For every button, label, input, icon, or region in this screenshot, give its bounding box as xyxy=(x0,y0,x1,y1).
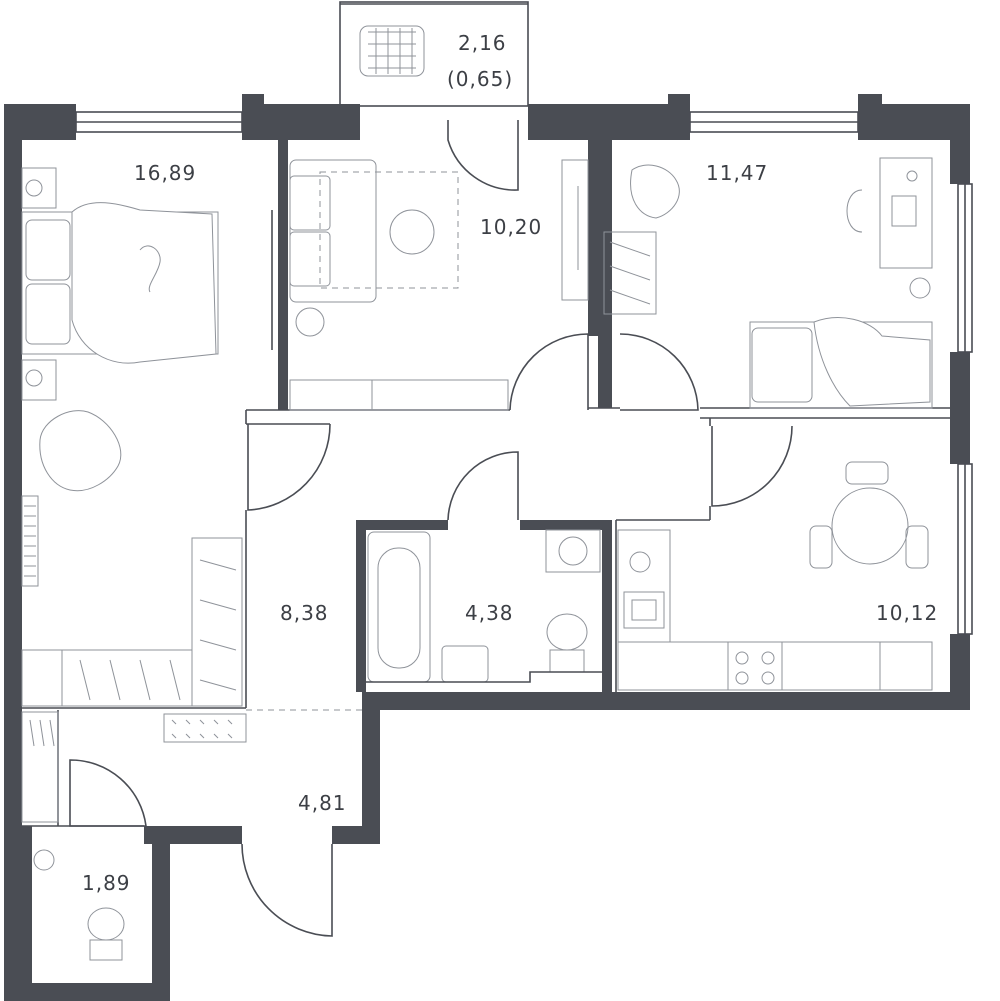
area-labels: 2,16 (0,65) 16,89 10,20 11,47 8,38 4,38 … xyxy=(82,31,938,895)
entrance-area: 4,81 xyxy=(298,791,347,815)
kitchen-furniture xyxy=(617,461,933,691)
balcony-area-reduced: (0,65) xyxy=(447,67,513,91)
balcony-area: 2,16 xyxy=(458,31,507,55)
kitchen-area: 10,12 xyxy=(876,601,938,625)
toilet-area: 1,89 xyxy=(82,871,131,895)
bedroom-2-furniture xyxy=(603,157,933,409)
bathroom-area: 4,38 xyxy=(465,601,514,625)
exterior-walls xyxy=(4,94,970,1001)
hall-area: 8,38 xyxy=(280,601,329,625)
bedroom-2-area: 11,47 xyxy=(706,161,768,185)
laundry-basket-icon xyxy=(359,25,425,77)
bathroom-furniture xyxy=(366,529,602,683)
entrance-furniture xyxy=(21,711,247,961)
doors xyxy=(69,120,793,937)
living-room-furniture xyxy=(289,159,589,411)
living-room-area: 10,20 xyxy=(480,215,542,239)
balcony xyxy=(339,1,529,107)
bedroom-1-furniture xyxy=(21,167,273,707)
bedroom-1-area: 16,89 xyxy=(134,161,196,185)
interior-walls xyxy=(22,140,950,986)
windows xyxy=(75,111,973,635)
